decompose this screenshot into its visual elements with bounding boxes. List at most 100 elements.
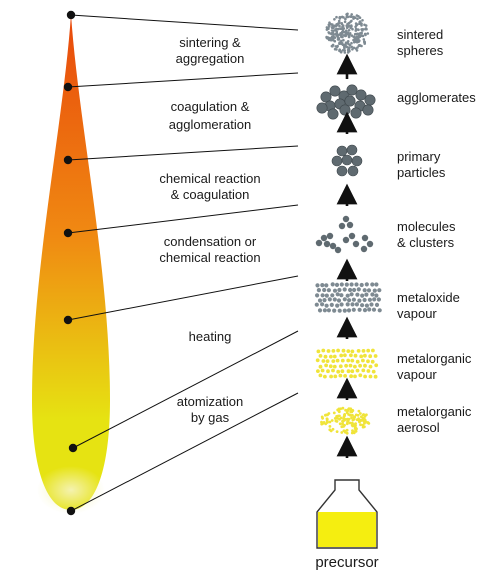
particle-dot [315, 283, 320, 288]
particle-dot [318, 373, 323, 378]
particle-dot [332, 364, 337, 369]
particle-dot [342, 418, 346, 421]
particle-dot [341, 24, 345, 27]
particle-dot [360, 44, 363, 48]
particle-dot [355, 35, 359, 38]
particle-dot [357, 298, 362, 303]
flame-stage-dot [66, 10, 76, 20]
particle-dot [343, 423, 346, 427]
particle-dot [349, 282, 354, 287]
connector-line [70, 14, 299, 31]
particle-dot [342, 215, 350, 223]
particle-dot [346, 48, 350, 52]
particle-sphere [347, 165, 359, 177]
particle-sphere [364, 94, 376, 106]
particle-dot [348, 46, 351, 50]
particle-dot [339, 293, 344, 298]
particle-dot [345, 422, 349, 426]
particle-sphere [362, 104, 374, 116]
particle-sphere [346, 84, 358, 96]
particle-dot [336, 414, 340, 418]
particle-dot [360, 418, 364, 422]
precursor-liquid [318, 512, 376, 547]
particle-dot [359, 412, 362, 415]
particle-dot [329, 302, 334, 307]
state-label-line: & clusters [397, 235, 455, 250]
particle-dot [320, 234, 328, 242]
state-label-line: aerosol [397, 420, 440, 435]
particle-dot [361, 28, 365, 31]
particle-dot [324, 293, 329, 298]
stage-label-line: heating [189, 329, 232, 344]
primary-particles-icon [331, 144, 363, 177]
particle-dot [333, 417, 337, 420]
particle-dot [329, 354, 333, 359]
particle-dot [339, 32, 342, 35]
particle-dot [373, 354, 378, 358]
particle-dot [326, 369, 330, 374]
particle-dot [358, 373, 363, 378]
particle-dot [357, 409, 361, 413]
flame-stage-dot [63, 82, 73, 92]
particle-dot [321, 348, 326, 353]
particle-dot [359, 31, 363, 35]
particle-dot [338, 364, 343, 369]
particle-dot [370, 292, 375, 297]
particle-dot [368, 374, 373, 379]
particle-dot [330, 282, 335, 287]
particle-dot [350, 369, 355, 374]
sintered-spheres-icon [325, 12, 370, 54]
particle-dot [316, 288, 321, 293]
precursor-bottle-icon [316, 479, 378, 549]
particle-dot [347, 298, 352, 303]
flame-stage-dot [68, 443, 78, 453]
particle-dot [361, 349, 366, 353]
particle-dot [362, 288, 367, 293]
particle-dot [325, 419, 329, 423]
particle-dot [361, 423, 365, 427]
stage-label-line: by gas [191, 410, 230, 425]
particle-dot [335, 292, 340, 297]
particle-dot [335, 30, 339, 34]
particle-dot [314, 302, 319, 307]
particle-dot [361, 368, 366, 373]
particle-sphere [327, 108, 339, 120]
particle-dot [339, 50, 343, 54]
connector-line [67, 204, 299, 234]
particle-dot [374, 282, 379, 287]
particle-dot [343, 414, 346, 417]
particle-dot [353, 374, 357, 379]
particle-dot [354, 429, 358, 433]
state-label-line: particles [397, 165, 446, 180]
particle-dot [361, 358, 365, 363]
particle-dot [343, 46, 346, 50]
particle-dot [348, 287, 353, 293]
particle-dot [345, 428, 349, 432]
particle-dot [363, 374, 367, 379]
particle-dot [348, 232, 356, 240]
particle-dot [347, 407, 351, 411]
particle-dot [371, 307, 377, 312]
particle-dot [363, 415, 367, 418]
particle-dot [354, 282, 359, 287]
particle-dot [364, 292, 369, 297]
particle-dot [354, 302, 359, 307]
particle-dot [349, 408, 353, 412]
particle-dot [335, 420, 339, 423]
particle-dot [329, 242, 337, 250]
particle-state-icons [314, 12, 382, 435]
particle-dot [368, 354, 373, 359]
flame-stage-dot [63, 155, 73, 165]
particle-dot [360, 245, 368, 253]
particle-dot [353, 364, 357, 369]
precursor-label: precursor [315, 554, 378, 571]
particle-dot [358, 420, 361, 424]
particle-dot [363, 363, 367, 368]
stage-label-line: chemical reaction [159, 171, 260, 186]
particle-dot [342, 308, 347, 313]
particle-dot [346, 358, 351, 363]
connector-line [67, 72, 299, 88]
particle-dot [329, 23, 333, 26]
particle-dot [350, 358, 355, 363]
state-label-line: primary [397, 149, 441, 164]
